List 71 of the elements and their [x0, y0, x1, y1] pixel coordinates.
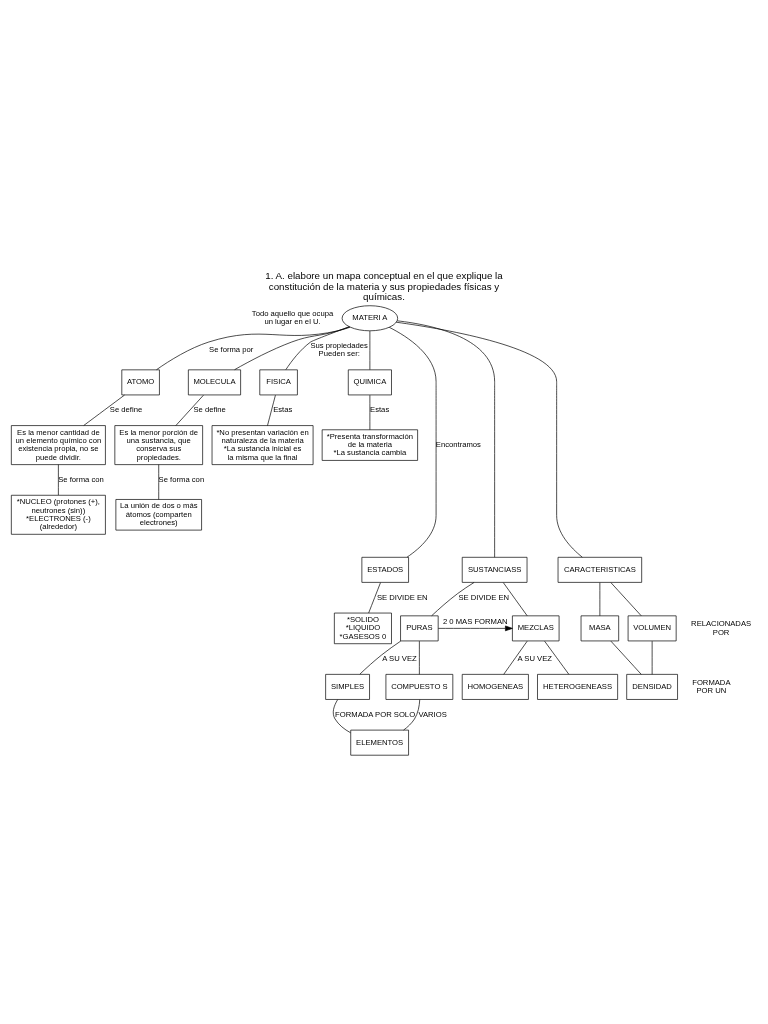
node-box: *NUCLEO (protones (+), neutrones (sin)) *ELECTRONES (-) (alrededor) [11, 494, 106, 535]
node-box: ELEMENTOS [350, 729, 409, 756]
connector [368, 582, 381, 614]
connector [175, 394, 204, 426]
connector [610, 640, 642, 675]
connector [396, 320, 495, 558]
connector [156, 326, 351, 371]
node-label: Todo aquello que ocupa un lugar en el U. [251, 309, 334, 327]
arrow [437, 625, 513, 632]
connector [388, 326, 437, 558]
edge-label: A SU VEZ [517, 653, 552, 663]
connector [503, 640, 528, 675]
connector [234, 326, 350, 371]
edge-label: Encontramos [435, 440, 481, 450]
edge-label: VARIOS [418, 709, 447, 719]
connector [267, 394, 276, 426]
diagram-title: 1. A. elabore un mapa conceptual en el que explique la constitución de la materia y sus propiedades físicas y químicas. [265, 270, 503, 303]
connector [651, 640, 653, 675]
connector [419, 640, 420, 675]
edge-label: SE DIVIDE EN [458, 592, 510, 602]
connector [285, 326, 350, 371]
edge-label: FORMADA POR SOLO [335, 709, 416, 719]
node-box: La unión de dos o más átomos (comparten electrones) [115, 499, 202, 531]
label: RELACIONADAS POR [691, 619, 752, 637]
edge-label: Se forma con [158, 474, 205, 484]
edge-label: A SU VEZ [382, 653, 417, 663]
edge-label: SE DIVIDE EN [376, 592, 428, 602]
connector [158, 464, 160, 500]
edge-label: 2 0 MAS FORMAN [442, 617, 508, 627]
node-box: *SOLIDO *LIQUIDO *GASESOS 0 [334, 612, 392, 645]
connector [610, 582, 642, 617]
node-box: *Presenta transformación de la materia *La sustancia cambia [321, 429, 418, 461]
connector [395, 321, 583, 558]
node-box: SIMPLES [325, 674, 370, 700]
node-box: ESTADOS [361, 556, 409, 583]
label: FORMADA POR UN [692, 677, 731, 696]
edge-label: Se forma por [209, 345, 254, 355]
node-box: Es la menor porción de una sustancia, que conserva sus propiedades. [114, 425, 203, 465]
node-box: PURAS [400, 615, 439, 642]
node-box: VOLUMEN [627, 615, 677, 642]
node-box: MASA [580, 615, 620, 642]
connector [332, 699, 351, 734]
node-box: MEZCLAS [512, 615, 560, 642]
node-box: CARACTERISTICAS [557, 556, 642, 583]
node-box: COMPUESTO S [385, 674, 454, 700]
edge-label: Sus propiedades Pueden ser: [310, 341, 368, 359]
node-box: QUIMICA [347, 369, 392, 396]
edge-label: Se define [193, 405, 226, 415]
connector [544, 640, 570, 675]
edge-label: Estas [370, 405, 390, 415]
connector [431, 582, 475, 617]
connector [83, 394, 125, 426]
node-box: SUSTANCIASS [461, 556, 528, 583]
node-box: *No presentan variación en naturaleza de la materia *La sustancia inicial es la misma que la final [211, 425, 314, 465]
node-box: DENSIDAD [626, 674, 678, 700]
connector [503, 582, 528, 617]
node-box: ATOMO [121, 369, 160, 396]
node-box: HETEROGENEASS [537, 674, 618, 700]
node-box: Es la menor cantidad de un elemento químico con existencia propia, no se puede dividir. [11, 425, 106, 465]
connector [403, 699, 421, 731]
connector [359, 640, 402, 675]
edge-label: Estas [273, 405, 293, 415]
node-box: FISICA [259, 369, 298, 396]
edge-label: Se forma con [58, 474, 104, 484]
node-box: MOLECULA [188, 369, 241, 396]
edge-label: Se define [109, 405, 143, 415]
connector [369, 394, 371, 431]
connector [599, 582, 601, 617]
node-box: HOMOGENEAS [461, 674, 529, 700]
node-ellipse: MATERI A [341, 305, 399, 332]
connector [58, 464, 59, 496]
